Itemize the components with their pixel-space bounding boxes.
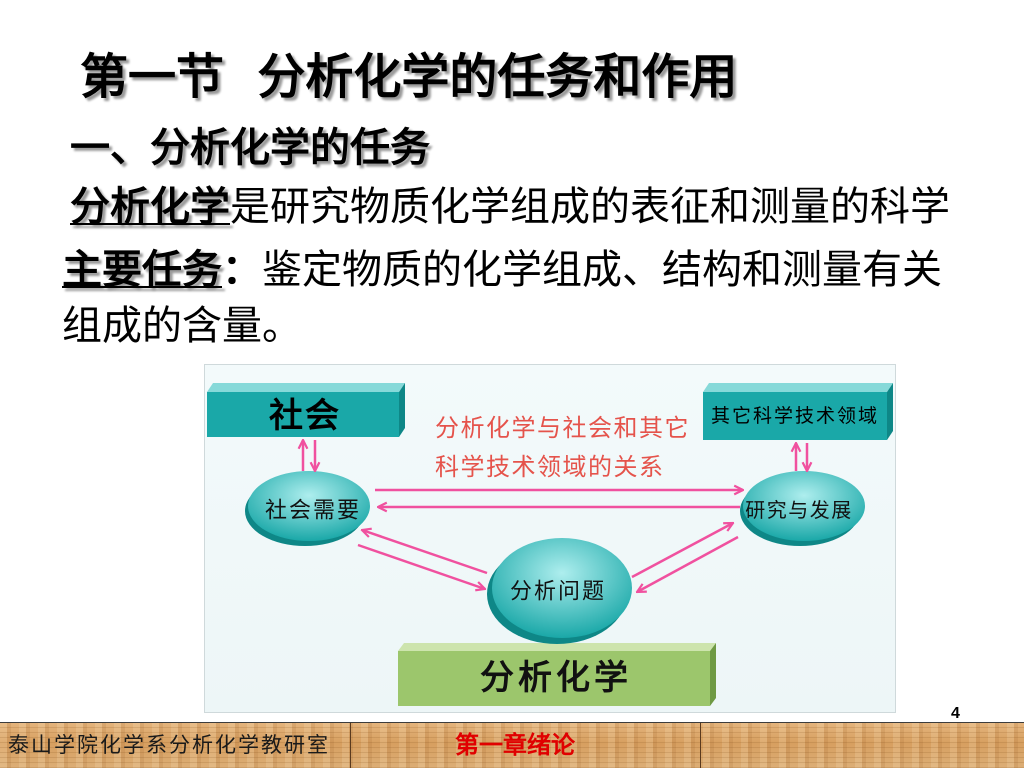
relationship-diagram: 社会 其它科学技术领域 分析化学与社会和其它 科学技术领域的关系 社会需要 bbox=[204, 364, 896, 713]
task-line-continued: 组成的含量。 bbox=[62, 303, 302, 349]
task-colon: ： bbox=[222, 247, 262, 293]
task-term: 主要任务 bbox=[62, 247, 222, 293]
social-needs-node-face bbox=[248, 471, 370, 541]
arrow-needs-to-problems bbox=[357, 543, 485, 589]
footer-empty-cell bbox=[700, 723, 1024, 768]
arrow-problems-to-research bbox=[631, 523, 733, 579]
relationship-diagram-canvas: 社会 其它科学技术领域 分析化学与社会和其它 科学技术领域的关系 社会需要 bbox=[207, 383, 893, 706]
society-box-front-face bbox=[207, 392, 399, 437]
definition-term: 分析化学 bbox=[70, 184, 230, 230]
analytical-problems-node: 分析问题 bbox=[487, 538, 632, 644]
social-needs-label: 社会需要 bbox=[265, 499, 361, 524]
other-fields-box-side-face bbox=[887, 383, 893, 440]
analytical-chemistry-box: 分析化学 bbox=[398, 643, 716, 706]
social-needs-node: 社会需要 bbox=[245, 471, 370, 546]
society-box-top-face bbox=[207, 383, 405, 392]
research-development-label: 研究与发展 bbox=[745, 498, 853, 522]
arrow-problems-to-needs bbox=[362, 530, 488, 575]
diagram-caption-line-1: 分析化学与社会和其它 bbox=[435, 414, 690, 442]
society-label: 社会 bbox=[269, 396, 341, 436]
relationship-arrows bbox=[303, 440, 807, 592]
footer-chapter: 第一章绪论 bbox=[350, 723, 700, 768]
society-box: 社会 bbox=[207, 383, 405, 437]
page-number: 4 bbox=[951, 705, 960, 722]
definition-line: 分析化学是研究物质化学组成的表征和测量的科学 bbox=[70, 183, 950, 231]
other-fields-box-front-face bbox=[703, 392, 887, 440]
analytical-chemistry-label: 分析化学 bbox=[480, 658, 632, 698]
analytical-problems-label: 分析问题 bbox=[510, 580, 606, 605]
analytical-chemistry-box-side-face bbox=[710, 643, 716, 706]
analytical-problems-node-face bbox=[492, 538, 632, 638]
footer-bar: 泰山学院化学系分析化学教研室 第一章绪论 bbox=[0, 722, 1024, 768]
analytical-chemistry-box-front-face bbox=[398, 651, 710, 706]
society-box-side-face bbox=[399, 383, 405, 437]
diagram-caption-line-2: 科学技术领域的关系 bbox=[435, 453, 665, 481]
section-heading: 一、分析化学的任务 bbox=[70, 125, 430, 171]
arrow-research-to-problems bbox=[637, 535, 739, 592]
footer-institution: 泰山学院化学系分析化学教研室 bbox=[8, 733, 330, 757]
slide-title: 第一节 分析化学的任务和作用 bbox=[80, 49, 738, 105]
research-development-node-face bbox=[743, 471, 865, 541]
other-fields-box-top-face bbox=[703, 383, 893, 392]
definition-text: 是研究物质化学组成的表征和测量的科学 bbox=[230, 184, 950, 230]
task-text: 鉴定物质的化学组成、结构和测量有关 bbox=[262, 247, 942, 293]
task-line: 主要任务：鉴定物质的化学组成、结构和测量有关 bbox=[62, 246, 942, 294]
other-fields-label: 其它科学技术领域 bbox=[711, 405, 879, 427]
other-fields-box: 其它科学技术领域 bbox=[703, 383, 893, 440]
research-development-node: 研究与发展 bbox=[740, 471, 865, 546]
analytical-chemistry-box-top-face bbox=[398, 643, 716, 651]
